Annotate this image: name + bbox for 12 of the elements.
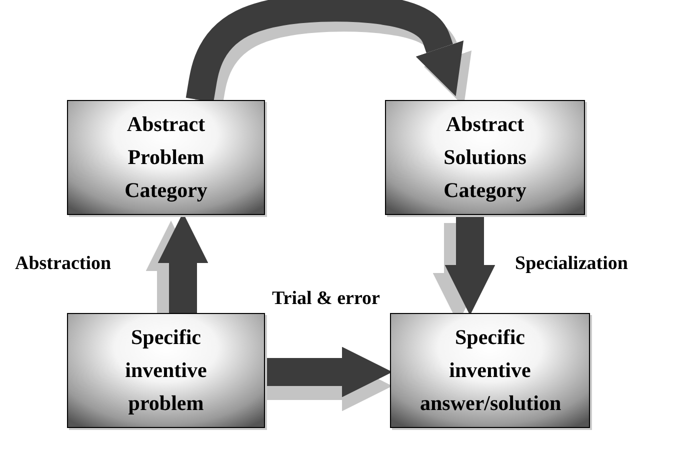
- block-arrow: [444, 215, 496, 316]
- box-text: Specific inventive problem: [124, 324, 208, 417]
- box-text: Specific inventive answer/solution: [420, 324, 560, 417]
- category-box: [385, 100, 585, 215]
- block-arrow: [265, 346, 392, 398]
- category-box: [67, 313, 265, 428]
- category-box: [390, 313, 590, 428]
- box-text: Abstract Solutions Category: [442, 111, 528, 204]
- edge-label: Specialization: [515, 253, 628, 275]
- block-arrow: [186, 0, 464, 102]
- box-text: Abstract Problem Category: [124, 111, 208, 204]
- category-box: [67, 100, 265, 215]
